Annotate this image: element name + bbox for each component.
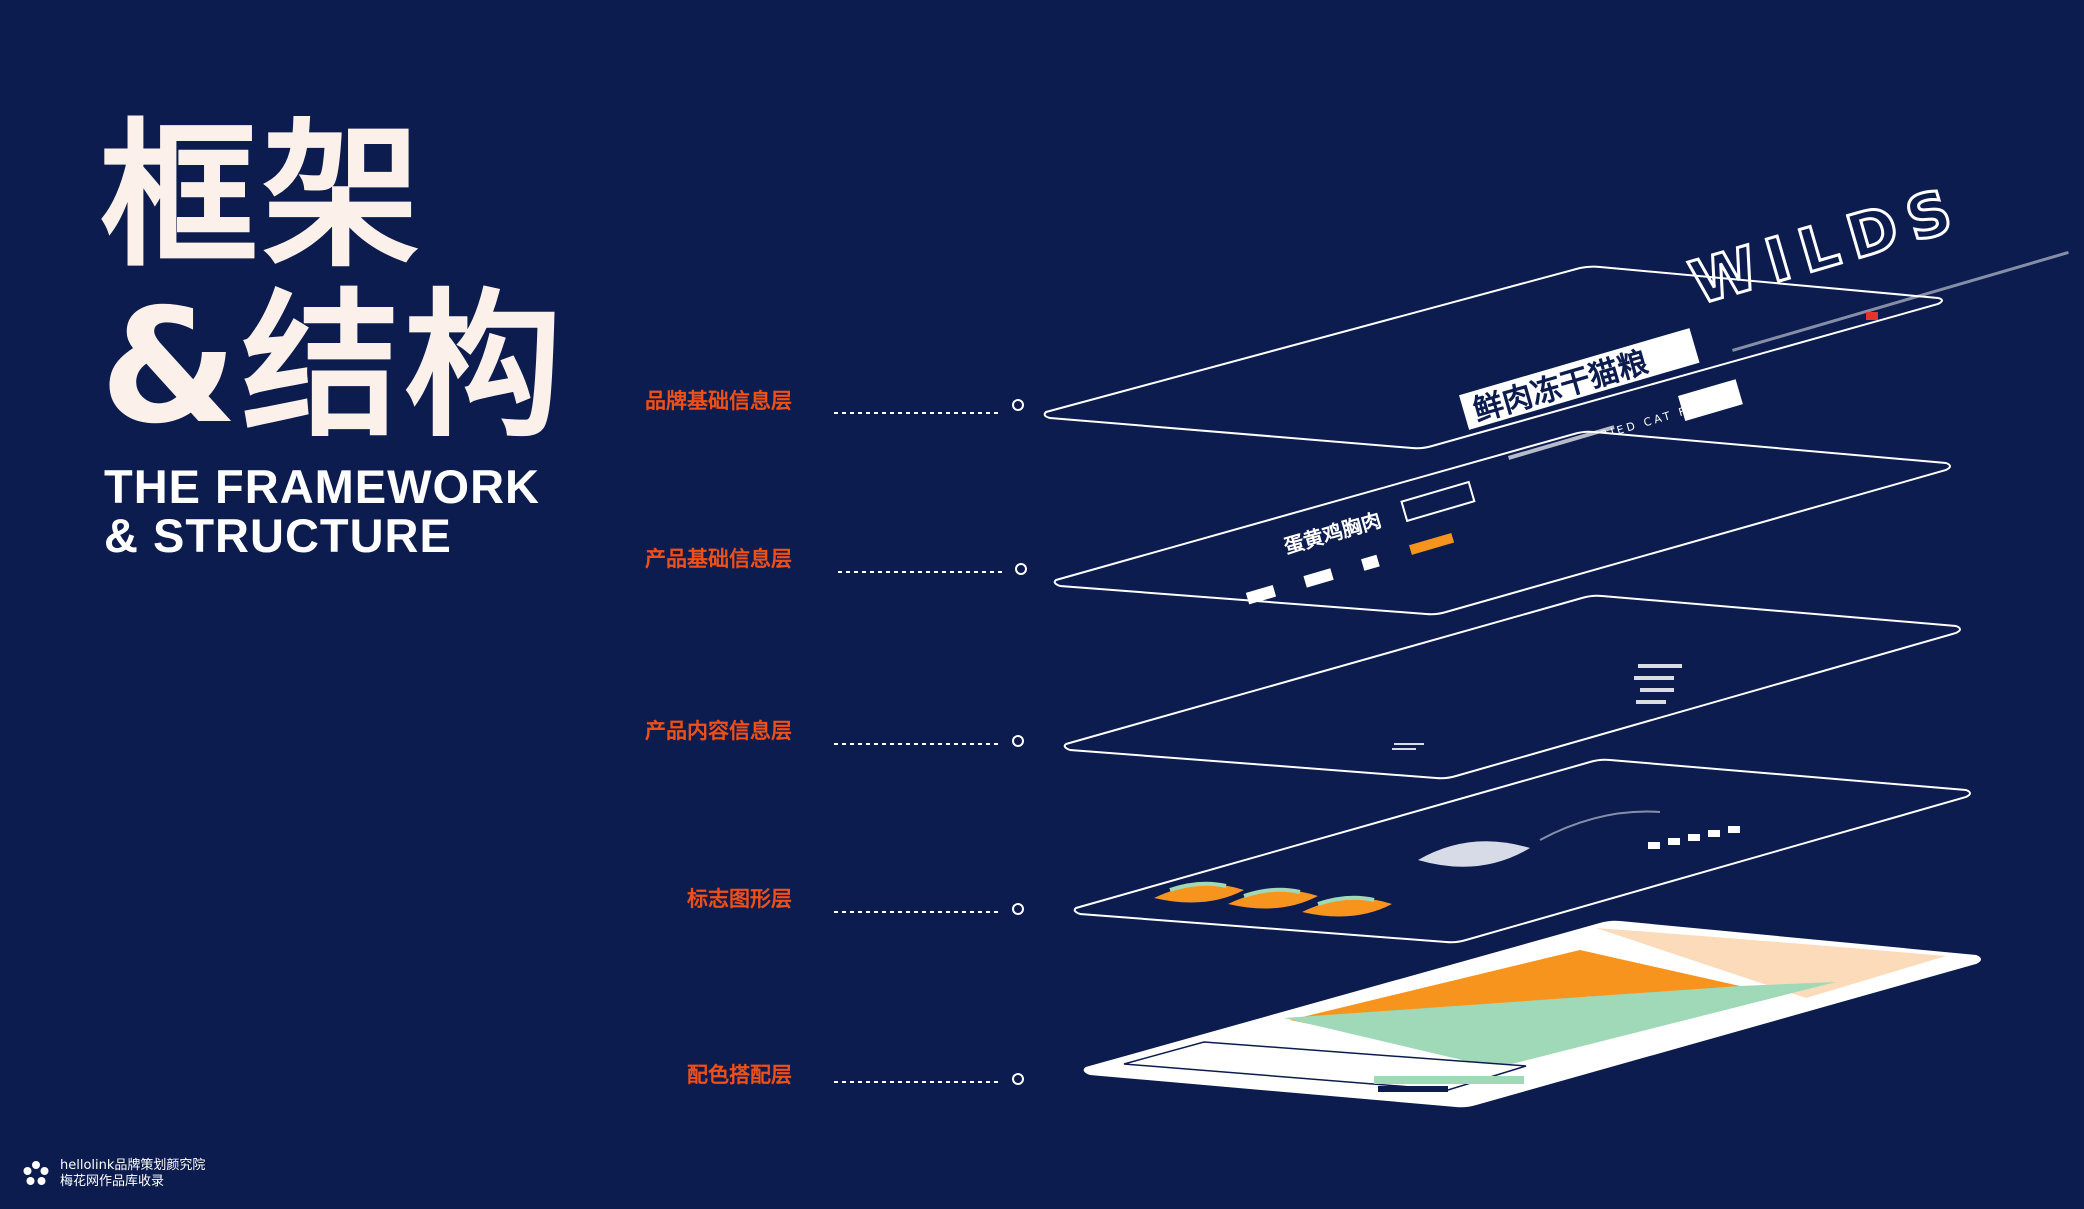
brand-red-mark bbox=[1866, 312, 1878, 320]
logo-swoosh bbox=[1539, 810, 1661, 841]
content-text-line-2 bbox=[1634, 676, 1674, 680]
product-stat-3 bbox=[1361, 554, 1380, 571]
product-tag bbox=[1400, 480, 1476, 523]
connector-dot-color bbox=[1012, 1073, 1024, 1085]
footer-line-1: hellolink品牌策划颜究院 bbox=[60, 1158, 206, 1173]
brand-headline-block bbox=[1459, 328, 1700, 430]
title-en-line1: THE FRAMEWORK bbox=[104, 460, 540, 513]
flower-logo-icon bbox=[23, 1161, 49, 1185]
content-mini-line-2 bbox=[1394, 743, 1424, 745]
content-text-line-1 bbox=[1638, 664, 1682, 668]
connector-dot-brand bbox=[1012, 399, 1024, 411]
title-en-line2: & STRUCTURE bbox=[104, 509, 452, 562]
layer-label-logo-graphic: 标志图形层 bbox=[687, 887, 792, 911]
cat-head-graphic bbox=[1418, 841, 1530, 867]
layer-plate-content bbox=[1063, 594, 1961, 780]
brand-badge bbox=[1678, 379, 1743, 421]
color-bar-green-small bbox=[1374, 1076, 1524, 1084]
product-stat-1 bbox=[1245, 585, 1277, 605]
color-block-green bbox=[1284, 982, 1836, 1068]
layer-label-product: 产品基础信息层 bbox=[645, 547, 792, 571]
layer-label-color: 配色搭配层 bbox=[687, 1063, 792, 1087]
footer-line-2: 梅花网作品库收录 bbox=[60, 1174, 165, 1189]
layer-label-content: 产品内容信息层 bbox=[645, 719, 792, 743]
carrot-graphics bbox=[1154, 881, 1392, 917]
color-gradient-orange bbox=[1596, 928, 1946, 998]
connector-dot-logo-graphic bbox=[1012, 903, 1024, 915]
connector-dot-content bbox=[1012, 735, 1024, 747]
product-stat-2 bbox=[1303, 568, 1334, 588]
content-text-line-3 bbox=[1640, 688, 1674, 692]
layer-plate-color bbox=[1083, 920, 1981, 1108]
color-bar-navy bbox=[1378, 1086, 1448, 1092]
product-caption bbox=[1508, 425, 1615, 460]
layer-label-brand: 品牌基础信息层 bbox=[645, 389, 792, 413]
content-text-line-4 bbox=[1636, 700, 1666, 704]
layer-plate-product: 蛋黄鸡胸肉 bbox=[1053, 425, 1951, 616]
title-cn-line2: &结构 bbox=[100, 275, 566, 459]
layer-plate-logo-graphic bbox=[1073, 758, 1971, 944]
content-mini-line-1 bbox=[1392, 748, 1416, 750]
title-cn-line1: 框架 bbox=[100, 105, 424, 289]
footer-brand: hellolink品牌策划颜究院 梅花网作品库收录 bbox=[22, 1158, 205, 1190]
product-orange-tag bbox=[1409, 532, 1455, 555]
connector-dot-product bbox=[1015, 563, 1027, 575]
color-bar-green bbox=[1470, 996, 1600, 1034]
logo-dots bbox=[1648, 826, 1740, 849]
brand-fine-print-right bbox=[1732, 251, 2069, 352]
